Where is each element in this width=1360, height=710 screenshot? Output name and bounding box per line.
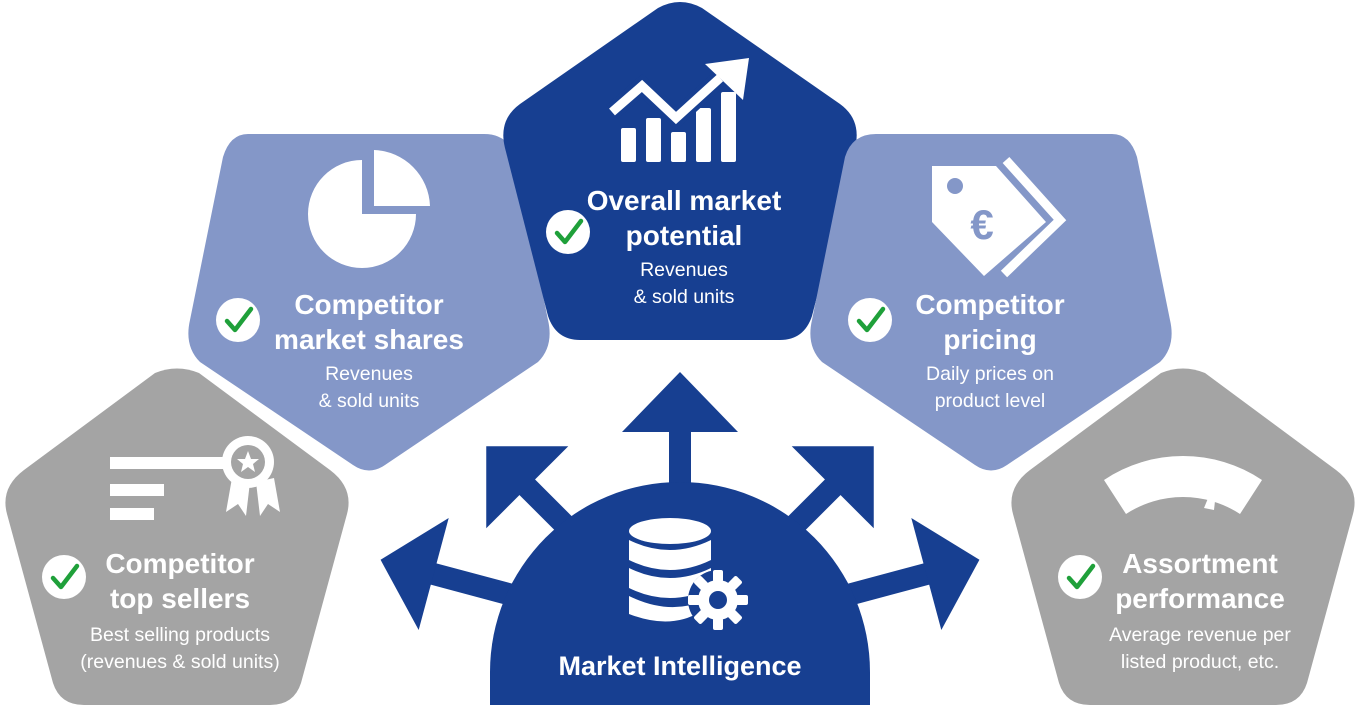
card-subtitle: Revenues & sold units bbox=[318, 363, 420, 412]
card-overall-market-potential: Overall market potential Revenues & sold… bbox=[534, 183, 834, 311]
card-subtitle: Revenues & sold units bbox=[633, 259, 735, 308]
card-title: Assortment performance bbox=[1115, 548, 1285, 614]
card-shape-competitor-market-shares bbox=[188, 134, 550, 471]
card-title: Competitor market shares bbox=[274, 289, 464, 355]
card-competitor-pricing: Competitor pricing Daily prices on produ… bbox=[850, 287, 1130, 415]
ranking-ribbon-icon bbox=[110, 436, 280, 520]
card-shape-competitor-pricing bbox=[810, 134, 1172, 471]
card-assortment-performance: Assortment performance Average revenue p… bbox=[1050, 546, 1350, 676]
card-competitor-market-shares: Competitor market shares Revenues & sold… bbox=[229, 287, 509, 415]
card-title: Overall market potential bbox=[586, 185, 782, 251]
gauge-icon bbox=[1104, 455, 1262, 514]
card-subtitle: Daily prices on product level bbox=[926, 363, 1054, 412]
card-shape-assortment-performance bbox=[1011, 368, 1355, 705]
card-subtitle: Best selling products (revenues & sold u… bbox=[80, 624, 280, 673]
pie-chart-icon bbox=[308, 150, 430, 268]
growth-chart-icon bbox=[606, 58, 749, 162]
card-shape-overall-market-potential bbox=[503, 2, 857, 340]
card-subtitle: Average revenue per listed product, etc. bbox=[1109, 624, 1291, 673]
hub-label: Market Intelligence bbox=[558, 651, 802, 681]
card-title: Competitor top sellers bbox=[105, 548, 255, 614]
euro-price-tag-icon: € bbox=[932, 156, 1067, 278]
card-title: Competitor pricing bbox=[915, 289, 1065, 355]
card-competitor-top-sellers: Competitor top sellers Best selling prod… bbox=[40, 546, 320, 676]
svg-text:€: € bbox=[970, 201, 993, 248]
database-gear-icon bbox=[629, 518, 748, 630]
